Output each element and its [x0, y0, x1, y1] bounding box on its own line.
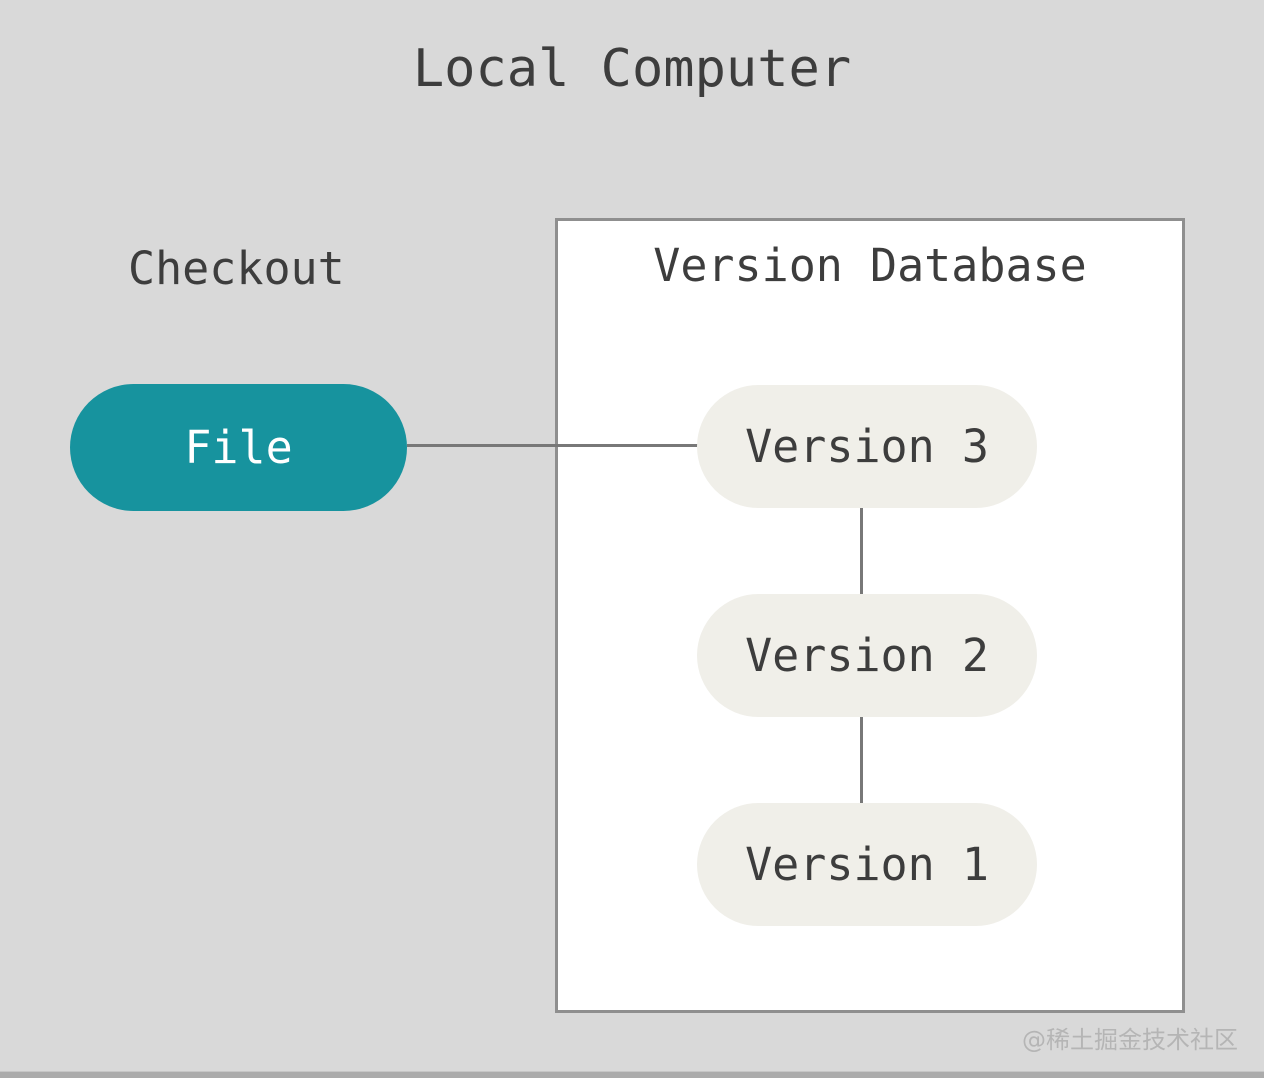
version-node-3: Version 3: [697, 385, 1037, 508]
version-node-1: Version 1: [697, 803, 1037, 926]
version-node-1-label: Version 1: [745, 838, 989, 891]
version-database-title: Version Database: [653, 239, 1087, 292]
version-node-2: Version 2: [697, 594, 1037, 717]
watermark-text: @稀土掘金技术社区: [1022, 1026, 1238, 1054]
bottom-edge-divider: [0, 1071, 1264, 1078]
file-node: File: [70, 384, 407, 511]
connector-file-to-version3: [407, 444, 698, 447]
version-node-2-label: Version 2: [745, 629, 989, 682]
checkout-label: Checkout: [128, 242, 345, 295]
version-node-3-label: Version 3: [745, 420, 989, 473]
file-node-label: File: [184, 421, 293, 474]
connector-version2-to-version1: [860, 716, 863, 804]
diagram-title: Local Computer: [412, 39, 852, 99]
connector-version3-to-version2: [860, 507, 863, 595]
